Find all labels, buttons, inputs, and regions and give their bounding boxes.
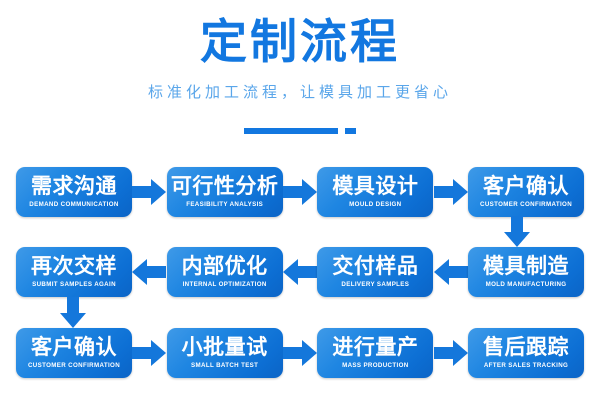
process-row-3: 客户确认 CUSTOMER CONFIRMATION 小批量试 SMALL BA… [0,327,600,379]
arrow-right-icon [132,340,167,366]
row-1-left-gutter [0,167,16,217]
step-label-en: SUBMIT SAMPLES AGAIN [32,280,116,289]
step-box-mass-production[interactable]: 进行量产 MASS PRODUCTION [317,328,434,378]
step-label-en: MOULD DESIGN [349,200,402,209]
step-label-en: DEMAND COMMUNICATION [29,200,119,209]
step-box-submit-samples-again[interactable]: 再次交样 SUBMIT SAMPLES AGAIN [16,247,132,297]
arrow-right-icon [132,179,167,205]
step-label-en: DELIVERY SAMPLES [341,280,410,289]
step-label-en: FEASIBILITY ANALYSIS [186,200,264,209]
arrow-right-icon [433,179,468,205]
step-label-cn: 再次交样 [31,255,117,278]
title-divider-bar [244,128,338,134]
step-label-en: CUSTOMER CONFIRMATION [27,361,121,370]
step-box-delivery-samples[interactable]: 交付样品 DELIVERY SAMPLES [317,247,434,297]
title-divider-square [345,128,356,134]
header: 定制流程 标准化加工流程，让模具加工更省心 [0,0,600,150]
step-label-cn: 客户确认 [483,175,570,198]
step-box-internal-optimization[interactable]: 内部优化 INTERNAL OPTIMIZATION [166,247,283,297]
row-2-right-gutter [584,247,600,297]
step-label-en: INTERNAL OPTIMIZATION [182,280,267,289]
step-label-cn: 进行量产 [332,336,419,359]
arrow-cell-r2-1 [132,247,167,297]
step-label-cn: 小批量试 [181,336,268,359]
arrow-cell-r3-2 [283,328,318,378]
step-box-mould-design[interactable]: 模具设计 MOULD DESIGN [317,167,434,217]
step-label-cn: 可行性分析 [170,175,279,198]
step-label-en: AFTER SALES TRACKING [483,361,569,370]
arrow-cell-r3-3 [433,328,468,378]
step-box-after-sales-tracking[interactable]: 售后跟踪 AFTER SALES TRACKING [468,328,585,378]
step-label-en: MOLD MANUFACTURING [485,280,567,289]
step-label-cn: 需求沟通 [31,175,117,198]
arrow-right-icon [283,340,317,366]
process-flow: 需求沟通 DEMAND COMMUNICATION 可行性分析 FEASIBIL… [0,152,600,401]
step-box-customer-confirmation-2[interactable]: 客户确认 CUSTOMER CONFIRMATION [16,328,132,378]
step-box-feasibility-analysis[interactable]: 可行性分析 FEASIBILITY ANALYSIS [166,167,283,217]
step-label-cn: 售后跟踪 [483,336,570,359]
row-3-left-gutter [0,328,16,378]
step-box-demand-communication[interactable]: 需求沟通 DEMAND COMMUNICATION [16,167,132,217]
step-label-en: MASS PRODUCTION [342,361,409,370]
arrow-left-icon [433,259,468,285]
arrow-cell-r2-3 [433,247,468,297]
arrow-cell-r2-2 [283,247,318,297]
arrow-right-icon [283,179,317,205]
step-label-en: SMALL BATCH TEST [191,361,259,370]
step-label-cn: 模具制造 [483,255,570,278]
step-label-cn: 交付样品 [332,255,419,278]
arrow-left-icon [283,259,317,285]
process-row-1: 需求沟通 DEMAND COMMUNICATION 可行性分析 FEASIBIL… [0,166,600,218]
step-label-cn: 内部优化 [181,255,268,278]
page-title: 定制流程 [200,15,400,68]
arrow-cell-r3-1 [132,328,167,378]
arrow-down-icon-row2-to-row3 [60,297,86,328]
row-3-right-gutter [584,328,600,378]
process-row-2: 再次交样 SUBMIT SAMPLES AGAIN 内部优化 INTERNAL … [0,246,600,298]
step-label-cn: 客户确认 [31,336,117,359]
arrow-cell-r1-2 [283,167,318,217]
arrow-left-icon [132,259,167,285]
row-1-right-gutter [584,167,600,217]
page-subtitle: 标准化加工流程，让模具加工更省心 [147,84,452,101]
step-label-en: CUSTOMER CONFIRMATION [480,200,573,209]
arrow-right-icon [433,340,468,366]
step-box-small-batch-test[interactable]: 小批量试 SMALL BATCH TEST [166,328,283,378]
step-box-customer-confirmation-1[interactable]: 客户确认 CUSTOMER CONFIRMATION [468,167,585,217]
step-box-mold-manufacturing[interactable]: 模具制造 MOLD MANUFACTURING [468,247,585,297]
arrow-cell-r1-1 [132,167,167,217]
row-2-left-gutter [0,247,16,297]
arrow-down-icon-row1-to-row2 [504,216,530,247]
step-label-cn: 模具设计 [332,175,419,198]
arrow-cell-r1-3 [433,167,468,217]
